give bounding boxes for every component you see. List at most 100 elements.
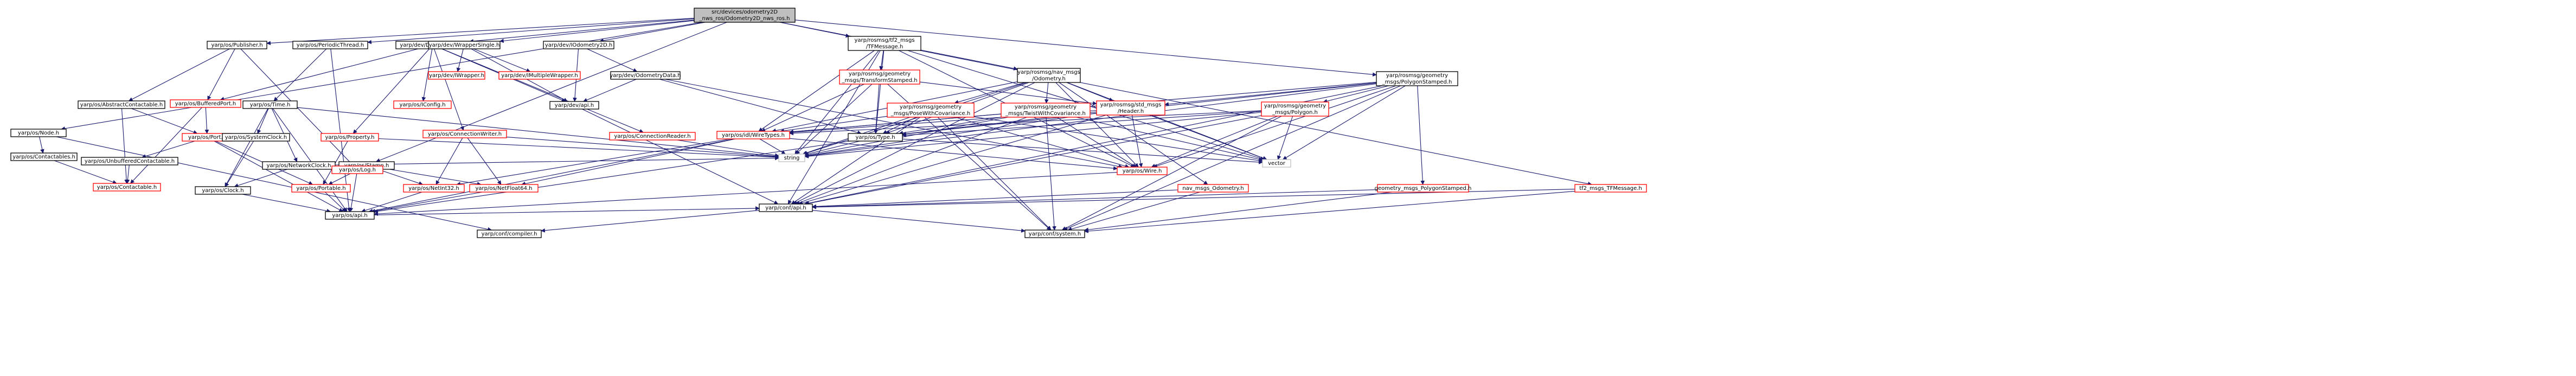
- node-box: [469, 184, 539, 193]
- node-box: [292, 41, 368, 49]
- node-box: [291, 184, 351, 193]
- node-PoseWithCovariance[interactable]: yarp/rosmsg/geometry_msgs/PoseWithCovari…: [887, 103, 975, 118]
- edge-PoseWithCovariance-to-Type: [882, 117, 917, 134]
- node-Log[interactable]: yarp/os/Log.h: [331, 165, 383, 174]
- edge-DeviceDriver-to-BufferedPort: [220, 48, 418, 101]
- node-label: yarp/os/ConnectionReader.h: [614, 133, 690, 139]
- node-OdometryData[interactable]: yarp/dev/OdometryData.h: [610, 71, 681, 80]
- edge-TFMessage-to-Type: [874, 50, 885, 134]
- node-box: [543, 41, 614, 49]
- node-label: yarp/os/Log.h: [339, 167, 376, 173]
- node-ConnectionReader[interactable]: yarp/os/ConnectionReader.h: [609, 132, 696, 141]
- node-WireTypes[interactable]: yarp/os/idl/WireTypes.h: [716, 131, 790, 139]
- node-label: geometry_msgs_PolygonStamped.h: [1375, 186, 1472, 192]
- node-NetFloat64[interactable]: yarp/os/NetFloat64.h: [469, 184, 539, 193]
- edge-Clock-to-OsApi: [242, 194, 331, 213]
- node-PolygonStamped[interactable]: yarp/rosmsg/geometry_msgs/PolygonStamped…: [1376, 71, 1458, 86]
- node-Contactable[interactable]: yarp/os/Contactable.h: [93, 183, 161, 192]
- node-NetworkClock[interactable]: yarp/os/NetworkClock.h: [262, 161, 336, 170]
- node-box: [848, 133, 903, 142]
- node-IOdometry2D[interactable]: yarp/dev/IOdometry2D.h: [543, 41, 614, 49]
- edge-OdometryData-to-Type: [659, 79, 862, 135]
- node-Contactables[interactable]: yarp/os/Contactables.h: [10, 152, 78, 161]
- node-WrapperSingle[interactable]: yarp/dev/WrapperSingle.h: [428, 41, 501, 49]
- edge-TransformStamped-to-WireTypes: [761, 84, 864, 132]
- edge-PolygonStamped-to-Polygon: [1323, 85, 1389, 104]
- node-label: yarp/os/Node.h: [18, 130, 59, 136]
- node-OsApi[interactable]: yarp/os/api.h: [325, 211, 375, 220]
- node-label: yarp/os/Property.h: [325, 135, 375, 141]
- node-Clock[interactable]: yarp/os/Clock.h: [195, 186, 251, 195]
- edge-AbstractContactable-to-Contactable: [121, 108, 129, 184]
- edge-Publisher-to-AbstractContactable: [128, 48, 230, 101]
- node-Wire[interactable]: yarp/os/Wire.h: [1117, 167, 1168, 175]
- edge-Type-to-OsApi: [374, 141, 850, 214]
- node-Portable[interactable]: yarp/os/Portable.h: [291, 184, 351, 193]
- node-string[interactable]: string: [778, 154, 805, 162]
- node-Publisher[interactable]: yarp/os/Publisher.h: [207, 41, 267, 49]
- node-label: yarp/dev/OdometryData.h: [610, 73, 681, 79]
- node-SystemClock[interactable]: yarp/os/SystemClock.h: [222, 133, 290, 142]
- edge-Portable-to-OsApi: [325, 192, 347, 212]
- node-label: yarp/rosmsg/nav_msgs: [1017, 69, 1080, 75]
- edge-root-to-PolygonStamped: [794, 20, 1377, 77]
- edge-PolygonStamped-to-vector: [1282, 85, 1406, 160]
- edge-Stamp-to-NetInt32: [377, 169, 424, 186]
- node-NavMsgsOdometry[interactable]: nav_msgs_Odometry.h: [1177, 184, 1249, 193]
- edge-root-to-WrapperSingle: [499, 20, 695, 43]
- node-IConfig[interactable]: yarp/os/IConfig.h: [393, 100, 452, 109]
- node-vector[interactable]: vector: [1262, 159, 1291, 168]
- node-TransformStamped[interactable]: yarp/rosmsg/geometry_msgs/TransformStamp…: [839, 69, 920, 85]
- edge-NetInt32-to-OsApi: [361, 192, 422, 213]
- node-ConfApi[interactable]: yarp/conf/api.h: [759, 203, 813, 212]
- edge-TFMessage-to-WireTypes: [758, 50, 875, 132]
- node-TFMessage[interactable]: yarp/rosmsg/tf2_msgs/TFMessage.h: [848, 36, 921, 51]
- edge-ConnectionWriter-to-NetInt32: [435, 137, 463, 185]
- edge-NavOdometry-to-PoseWithCovariance: [954, 82, 1025, 104]
- node-label: yarp/os/PeriodicThread.h: [297, 42, 364, 48]
- node-box: [1024, 230, 1085, 238]
- node-TwistWithCovariance[interactable]: yarp/rosmsg/geometry_msgs/TwistWithCovar…: [1001, 103, 1091, 118]
- node-Time[interactable]: yarp/os/Time.h: [242, 100, 298, 109]
- node-label: yarp/conf/api.h: [765, 205, 806, 211]
- node-box: [1001, 103, 1091, 118]
- node-Header[interactable]: yarp/rosmsg/std_msgs/Header.h: [1096, 100, 1165, 116]
- node-label: yarp/os/NetworkClock.h: [266, 163, 331, 169]
- edge-Time-to-string: [297, 107, 779, 158]
- node-IWrapper[interactable]: yarp/dev/IWrapper.h: [428, 71, 485, 80]
- node-box: [1177, 184, 1249, 193]
- node-AbstractContactable[interactable]: yarp/os/AbstractContactable.h: [78, 100, 165, 109]
- node-UnbufferedContactable[interactable]: yarp/os/UnbufferedContactable.h: [81, 157, 178, 165]
- node-PeriodicThread[interactable]: yarp/os/PeriodicThread.h: [292, 41, 368, 49]
- node-box: [78, 100, 165, 109]
- node-Compiler[interactable]: yarp/conf/compiler.h: [477, 230, 542, 238]
- edge-PoseWithCovariance-to-System: [937, 117, 1052, 231]
- node-box: [428, 41, 501, 49]
- node-box: [498, 71, 581, 80]
- node-IMultipleWrapper[interactable]: yarp/dev/IMultipleWrapper.h: [498, 71, 581, 80]
- node-DevApi[interactable]: yarp/dev/api.h: [549, 101, 599, 110]
- node-label: yarp/os/NetInt32.h: [408, 186, 459, 192]
- edge-ConnectionWriter-to-string: [506, 137, 779, 159]
- edge-Tf2TFMessage-to-System: [1084, 190, 1575, 233]
- edge-DeviceDriver-to-ConnectionWriter: [433, 48, 464, 131]
- node-ConnectionWriter[interactable]: yarp/os/ConnectionWriter.h: [422, 130, 507, 138]
- node-Type[interactable]: yarp/os/Type.h: [848, 133, 903, 142]
- node-label: yarp/os/Contactables.h: [12, 154, 75, 160]
- node-BufferedPort[interactable]: yarp/os/BufferedPort.h: [170, 99, 241, 108]
- node-System[interactable]: yarp/conf/system.h: [1024, 230, 1085, 238]
- node-NetInt32[interactable]: yarp/os/NetInt32.h: [403, 184, 465, 193]
- node-GeomPolygonStamped[interactable]: geometry_msgs_PolygonStamped.h: [1375, 184, 1472, 193]
- node-label: yarp/dev/IOdometry2D.h: [545, 42, 612, 48]
- node-Property[interactable]: yarp/os/Property.h: [321, 133, 379, 142]
- node-Node[interactable]: yarp/os/Node.h: [10, 129, 67, 137]
- node-box: [716, 131, 790, 139]
- node-box: [222, 133, 290, 142]
- edge-WireTypes-to-NetFloat64: [521, 138, 736, 186]
- node-NavOdometry[interactable]: yarp/rosmsg/nav_msgs/Odometry.h: [1017, 68, 1081, 83]
- node-Polygon[interactable]: yarp/rosmsg/geometry_msgs/Polygon.h: [1261, 101, 1329, 117]
- node-box: [81, 157, 178, 165]
- node-Tf2TFMessage[interactable]: tf2_msgs_TFMessage.h: [1574, 184, 1647, 193]
- node-label: _msgs/TransformStamped.h: [841, 78, 917, 84]
- node-box: [1261, 101, 1329, 117]
